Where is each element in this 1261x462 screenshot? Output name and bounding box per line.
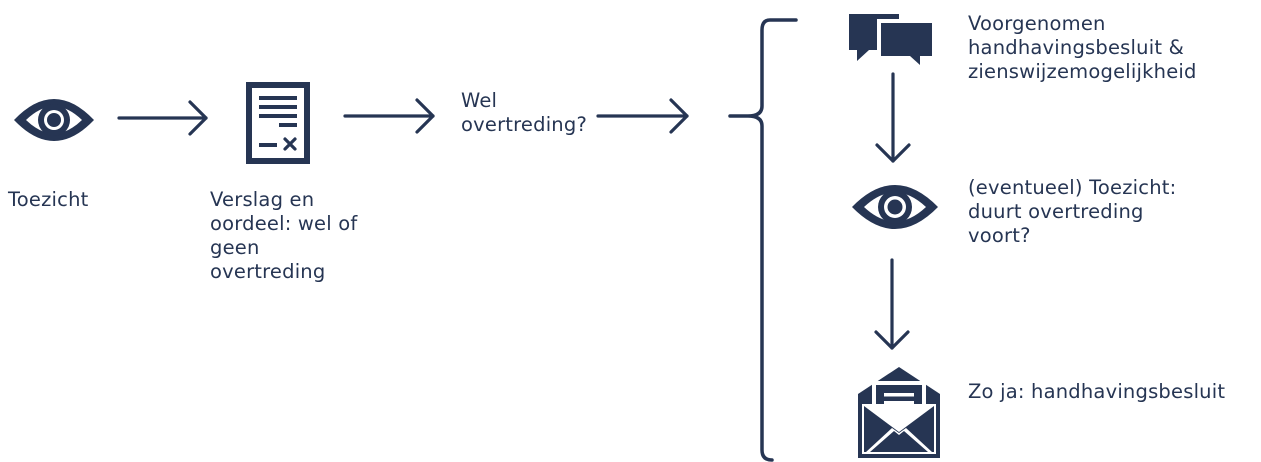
eye-icon-2 [852, 185, 938, 229]
arrow-right-2 [343, 98, 435, 134]
label-line: oordeel: wel of [210, 212, 358, 235]
arrow-right-3 [596, 98, 689, 134]
label-line: Zo ja: handhavingsbesluit [968, 380, 1226, 403]
speech-bubbles-icon [849, 14, 935, 70]
label-line: geen [210, 236, 260, 259]
label-line: Verslag en [210, 188, 315, 211]
label-line: Wel [461, 89, 498, 112]
label-line: voort? [968, 224, 1031, 247]
label-line: Voorgenomen [968, 12, 1106, 35]
eye-icon [14, 99, 94, 141]
label-line: duurt overtreding [968, 200, 1144, 223]
label-toezicht: Toezicht [8, 188, 89, 211]
label-toezicht-2: (eventueel) Toezicht: duurt overtreding … [968, 176, 1176, 248]
label-line: handhavingsbesluit & [968, 36, 1184, 59]
arrow-down-1 [875, 72, 911, 163]
label-question: Wel overtreding? [461, 89, 587, 137]
arrow-right-1 [117, 100, 208, 136]
envelope-letter-icon [858, 367, 940, 458]
label-line: overtreding? [461, 113, 587, 136]
label-line: (eventueel) Toezicht: [968, 176, 1177, 199]
label-voornemen: Voorgenomen handhavingsbesluit & zienswi… [968, 12, 1197, 84]
arrow-down-2 [874, 258, 910, 350]
label-verslag: Verslag en oordeel: wel of geen overtred… [210, 188, 357, 284]
label-line: zienswijzemogelijkheid [968, 60, 1197, 83]
curly-brace [728, 18, 798, 462]
label-besluit: Zo ja: handhavingsbesluit [968, 380, 1225, 404]
label-line: overtreding [210, 260, 326, 283]
document-icon [246, 82, 310, 164]
